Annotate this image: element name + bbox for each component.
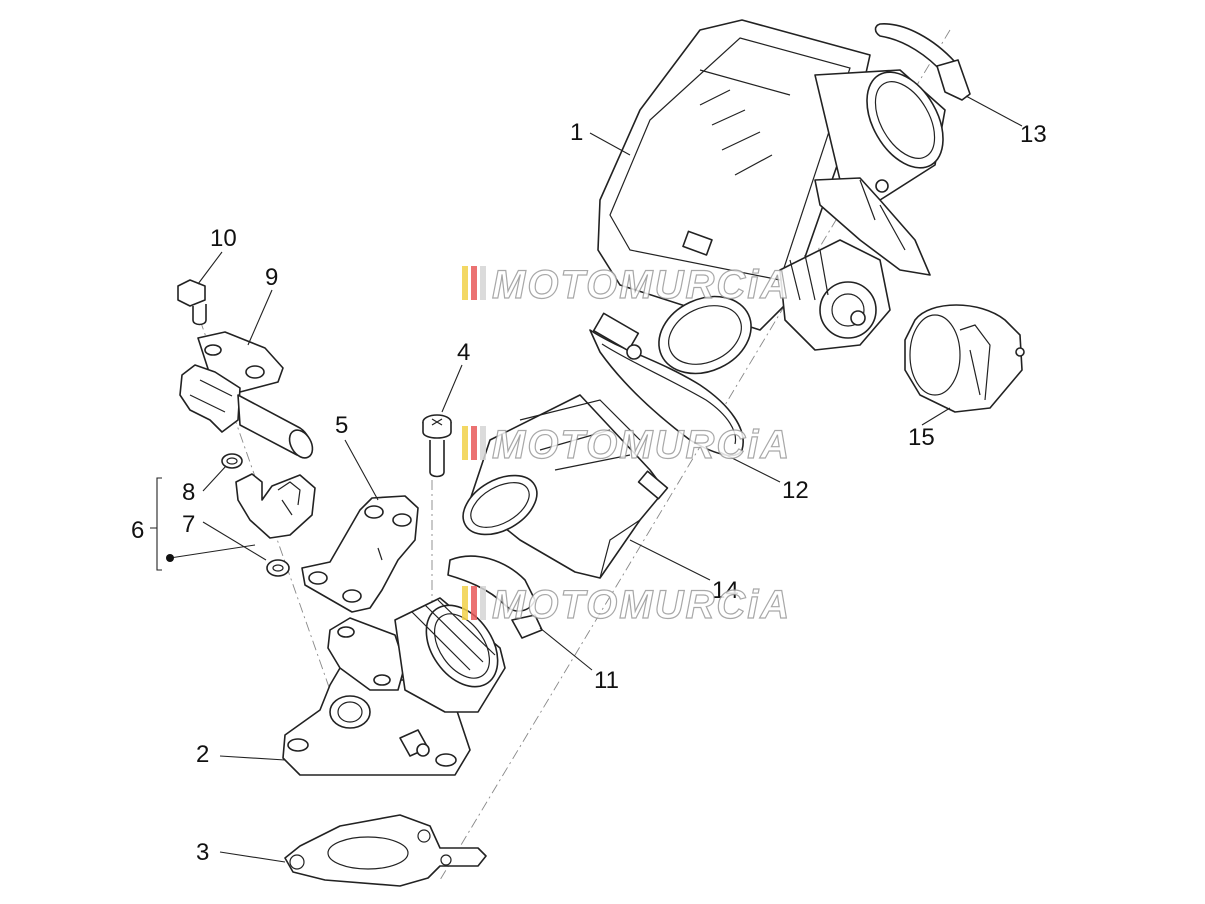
part-11-small-clamp [447,555,543,639]
part-9-injector-holder [179,331,314,459]
watermark-stripe-yellow [462,266,468,300]
callout-numbers: 1 2 3 4 5 6 7 8 9 10 11 12 13 14 15 [131,119,1047,866]
part-2-intake-manifold [282,597,506,776]
watermark-stripe-gray [480,426,486,460]
callout-13: 13 [1020,121,1047,148]
callout-10: 10 [210,225,237,252]
callout-9: 9 [265,264,278,291]
watermark-1: MOTOMURCiA [462,262,791,308]
callout-2: 2 [196,741,209,768]
watermark-stripe-yellow [462,426,468,460]
part-5-bracket [301,495,419,613]
callout-5: 5 [335,412,348,439]
watermark-stripe-red [471,426,477,460]
leader-lines [150,95,1023,863]
part-7-injector [235,473,316,577]
callout-11: 11 [594,667,619,694]
part-12-clamp-ring [589,312,744,457]
watermark-stripe-gray [480,586,486,620]
part-15-cover [904,304,1025,413]
watermark-text: MOTOMURCiA [492,263,791,307]
callout-12: 12 [782,477,809,504]
kit-bullet-dot [166,554,174,562]
watermark-3: MOTOMURCiA [462,582,791,628]
part-13-hose-clamp [874,23,971,101]
watermark-text: MOTOMURCiA [492,583,791,627]
callout-6: 6 [131,517,144,544]
callout-1: 1 [570,119,583,146]
part-10-bolt [177,279,207,326]
part-3-gasket [284,814,487,887]
callout-3: 3 [196,839,209,866]
part-4-screw [422,414,452,478]
watermark-2: MOTOMURCiA [462,422,791,468]
watermark-stripe-red [471,586,477,620]
callout-4: 4 [457,339,470,366]
watermark-stripe-yellow [462,586,468,620]
watermark-stripe-gray [480,266,486,300]
part-1-throttle-body [597,19,946,375]
callout-15: 15 [908,424,935,451]
watermark-stripe-red [471,266,477,300]
callout-8: 8 [182,479,195,506]
part-14-intake-sleeve [462,394,669,579]
part-8-o-ring [221,453,243,469]
callout-14: 14 [712,577,739,604]
callout-7: 7 [182,511,195,538]
watermark-text: MOTOMURCiA [492,423,791,467]
